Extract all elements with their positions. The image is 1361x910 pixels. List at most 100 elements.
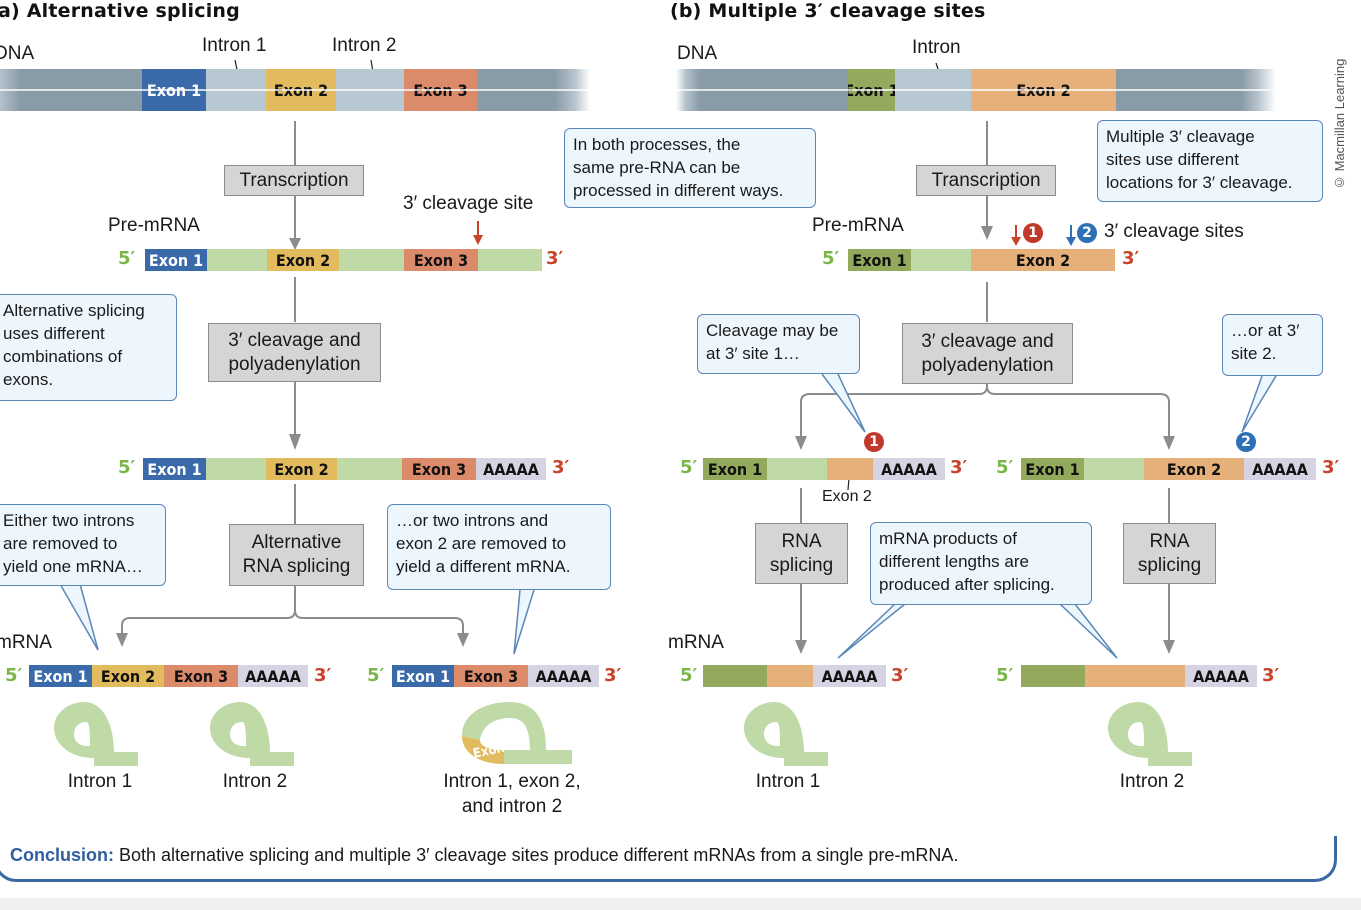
cleavage-arrow-a [473, 221, 483, 245]
callout-line: produced after splicing. [879, 575, 1055, 594]
intron1-label: Intron 1 [202, 35, 267, 56]
lariat-label: Intron 2 [222, 771, 288, 792]
step-alt-splicing: Alternative RNA splicing [229, 524, 364, 586]
callout-line: Cleavage may be [706, 321, 839, 340]
site-1-badge: 1 [864, 432, 884, 452]
callout-line: different lengths are [879, 552, 1029, 571]
cleavage-site-label: 3′ cleavage site [403, 193, 534, 214]
poly-a-tail: AAAAA [476, 458, 546, 480]
step-cleavage-a: 3′ cleavage and polyadenylation [208, 323, 381, 382]
cleavage-site-1-badge: 1 [1023, 223, 1043, 243]
cleavage-arrow-1 [1011, 225, 1021, 246]
mrna-b-long: AAAAA [1021, 665, 1257, 687]
callout-line: locations for 3′ cleavage. [1106, 173, 1293, 192]
poly-exon-2: Exon 2 [266, 458, 337, 480]
arrowhead [1163, 436, 1175, 450]
pre-mrna-b-exon-2: Exon 2 [971, 249, 1115, 271]
callout-both-processes: In both processes, the same pre-RNA can … [564, 128, 816, 208]
callout-line: yield a different mRNA. [396, 557, 571, 576]
mrna1-exon-3: Exon 3 [164, 665, 238, 687]
arrowhead [289, 434, 301, 450]
three-prime-label: 3′ [604, 665, 622, 686]
branch-left [121, 586, 296, 633]
mrna-b-short: AAAAA [703, 665, 886, 687]
callout-line: are removed to [3, 534, 118, 553]
branch-right [986, 384, 1170, 440]
callout-tail [1241, 375, 1277, 433]
callout-multiple-cleavage: Multiple 3′ cleavage sites use different… [1097, 120, 1323, 202]
callout-line: In both processes, the [573, 135, 741, 154]
callout-tail [1059, 603, 1118, 659]
dna-strand-b: Exon 1 Exon 2 [676, 69, 1276, 111]
copyright-notice: © Macmillan Learning [1332, 58, 1347, 190]
callout-tail [513, 589, 535, 655]
mrna-label-b: mRNA [668, 632, 724, 653]
cleavage-site-2-badge: 2 [1077, 223, 1097, 243]
three-prime-label: 3′ [950, 457, 968, 478]
three-prime-label: 3′ [1322, 457, 1340, 478]
cleaved-rna-site-2: Exon 1 Exon 2 AAAAA [1021, 458, 1316, 480]
pre-mrna-exon-3: Exon 3 [404, 249, 478, 271]
step-cleavage-line1: 3′ cleavage and [228, 329, 361, 351]
callout-tail [837, 603, 906, 659]
product1-exon-1: Exon 1 [703, 458, 767, 480]
poly-exon-1: Exon 1 [143, 458, 206, 480]
lariat-label-line1: Intron 1, exon 2, [443, 771, 581, 792]
callout-line: uses different [3, 324, 105, 343]
mrna-label-a: mRNA [0, 632, 52, 653]
pre-mrna-exon-1: Exon 1 [145, 249, 207, 271]
mrna-b1-exon-1 [703, 665, 767, 687]
lariat-label-combined: Intron 1, exon 2, and intron 2 [412, 769, 612, 819]
mrna-1: Exon 1 Exon 2 Exon 3 AAAAA [29, 665, 308, 687]
callout-line: processed in different ways. [573, 181, 784, 200]
lariat-exon2-icon: Exon 2 [462, 702, 572, 764]
callout-line: at 3′ site 1… [706, 344, 800, 363]
panel-b-title: (b) Multiple 3′ cleavage sites [670, 0, 986, 22]
arrowhead [981, 226, 993, 240]
callout-different-lengths: mRNA products of different lengths are p… [870, 522, 1092, 605]
product2-exon-2: Exon 2 [1144, 458, 1244, 480]
poly-a-tail: AAAAA [813, 665, 886, 687]
step-transcription-a: Transcription [224, 165, 364, 196]
panel-a-title: a) Alternative splicing [0, 0, 240, 22]
arrowhead [1163, 640, 1175, 654]
polyadenylated-rna-a: Exon 1 Exon 2 Exon 3 AAAAA [143, 458, 546, 480]
branch-left [800, 384, 988, 440]
three-prime-label: 3′ [1262, 665, 1280, 686]
three-prime-label: 3′ [552, 457, 570, 478]
arrowhead [795, 436, 807, 450]
lariat-intron-1-icon [744, 702, 828, 766]
dna-strand-a: Exon 1 Exon 2 Exon 3 [0, 69, 590, 111]
lariat-intron-1-icon [54, 702, 138, 766]
step-splicing-line2: splicing [769, 554, 834, 576]
exon2-pointer-label: Exon 2 [822, 488, 872, 505]
mrna2-exon-3: Exon 3 [454, 665, 528, 687]
three-prime-label: 3′ [891, 665, 909, 686]
product1-exon-2-fragment [827, 458, 873, 480]
pre-mrna-b-exon-1: Exon 1 [848, 249, 911, 271]
pre-mrna-a: Exon 1 Exon 2 Exon 3 [145, 249, 542, 271]
mrna-b1-exon-2 [767, 665, 813, 687]
callout-line: exon 2 are removed to [396, 534, 567, 553]
five-prime-label: 5′ [5, 665, 23, 686]
poly-a-tail: AAAAA [238, 665, 308, 687]
five-prime-label: 5′ [118, 248, 136, 269]
step-splicing-line2: splicing [1137, 554, 1202, 576]
intron-label-b: Intron [912, 37, 961, 58]
five-prime-label: 5′ [118, 457, 136, 478]
step-cleavage-b: 3′ cleavage and polyadenylation [902, 323, 1073, 384]
product2-exon-1: Exon 1 [1021, 458, 1084, 480]
poly-a-tail: AAAAA [528, 665, 599, 687]
mrna1-exon-1: Exon 1 [29, 665, 92, 687]
callout-tail [821, 373, 866, 433]
callout-either-two-introns: Either two introns are removed to yield … [0, 504, 166, 586]
callout-line: Alternative splicing [3, 301, 145, 320]
pre-mrna-b: Exon 1 Exon 2 [848, 249, 1115, 271]
lariat-label-line2: and intron 2 [461, 796, 563, 817]
lariat-label: Intron 2 [1119, 771, 1185, 792]
cleavage-arrow-2 [1066, 225, 1076, 246]
mrna-2: Exon 1 Exon 3 AAAAA [392, 665, 599, 687]
five-prime-label: 5′ [680, 457, 698, 478]
arrowhead [795, 640, 807, 654]
conclusion-label: Conclusion: [10, 845, 114, 865]
